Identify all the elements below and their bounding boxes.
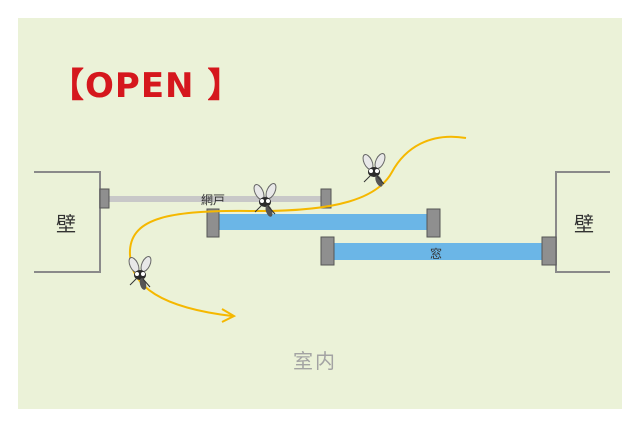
window-label: 窓 (430, 247, 443, 261)
wall-label-right: 壁 (574, 212, 594, 236)
mosquito-icon (128, 256, 152, 290)
mosquito-icon (253, 183, 277, 217)
inner-window-glass (219, 214, 428, 230)
room-label: 室内 (293, 349, 337, 373)
right-wall (555, 171, 610, 273)
outer-window-frame-left (320, 236, 335, 266)
screen-frame-right (320, 188, 332, 209)
outer-window-glass (334, 243, 542, 260)
arrow-head-icon (221, 308, 237, 323)
left-wall (34, 171, 101, 273)
outer-window-frame-right (541, 236, 557, 266)
screen-label: 網戸 (201, 193, 226, 207)
mosquito-icon (362, 153, 386, 187)
screen-frame-left (99, 188, 110, 209)
diagram-background (18, 18, 622, 409)
page-title: 【OPEN 】 (50, 66, 243, 106)
screen-mesh (108, 196, 324, 202)
inner-window-frame-left (206, 208, 220, 238)
inner-window-frame-right (426, 208, 441, 238)
wall-label-left: 壁 (56, 212, 76, 236)
